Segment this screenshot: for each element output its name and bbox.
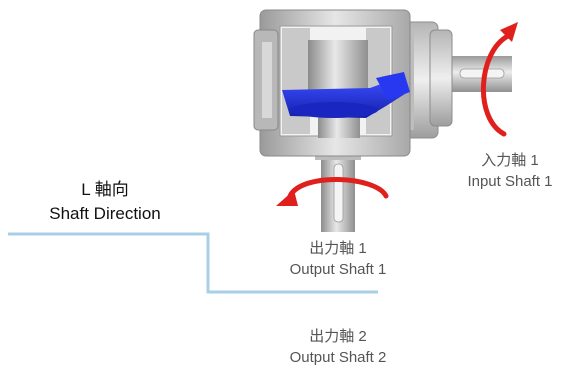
output-shaft-1-label-jp: 出力軸 1 xyxy=(309,240,367,257)
output-rotation-arrow xyxy=(276,177,389,206)
input-shaft-label-jp: 入力軸 1 xyxy=(481,152,539,169)
output-shaft-1-label: 出力軸 1 Output Shaft 1 xyxy=(270,238,406,280)
output-shaft-2-label-en: Output Shaft 2 xyxy=(289,349,387,366)
shaft-direction-line xyxy=(8,232,378,294)
gear-housing xyxy=(253,9,411,157)
shaft-direction-label: L 軸向 Shaft Direction xyxy=(20,178,190,226)
output-shaft-1-label-en: Output Shaft 1 xyxy=(289,261,387,278)
output-shaft xyxy=(315,150,361,232)
input-shaft-label-en: Input Shaft 1 xyxy=(467,173,553,190)
input-shaft xyxy=(448,56,512,92)
input-rotation-arrow xyxy=(481,22,518,137)
input-shaft-label: 入力軸 1 Input Shaft 1 xyxy=(445,150,575,192)
shaft-direction-label-en: Shaft Direction xyxy=(49,204,161,223)
output-shaft-2-label-jp: 出力軸 2 xyxy=(309,328,367,345)
bevel-gear xyxy=(282,72,410,118)
output-shaft-2-label: 出力軸 2 Output Shaft 2 xyxy=(270,326,406,368)
shaft-direction-label-jp: L 軸向 xyxy=(81,180,129,199)
